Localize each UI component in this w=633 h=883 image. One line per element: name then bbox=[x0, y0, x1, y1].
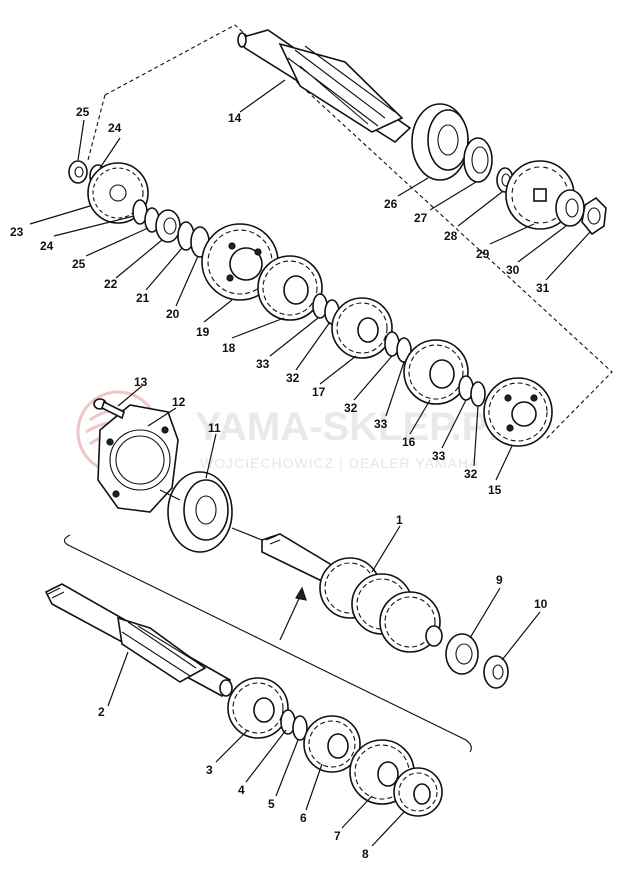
callout-24b: 24 bbox=[108, 121, 122, 135]
callout-4: 4 bbox=[238, 783, 245, 797]
callout-33b: 33 bbox=[374, 417, 388, 431]
callout-8: 8 bbox=[362, 847, 369, 861]
axis-line bbox=[159, 489, 263, 541]
callout-12: 12 bbox=[172, 395, 186, 409]
lock-washer-30 bbox=[555, 189, 585, 227]
gear-3 bbox=[227, 677, 289, 739]
callout-27: 27 bbox=[414, 211, 428, 225]
nut-31 bbox=[581, 196, 607, 236]
callout-17: 17 bbox=[312, 385, 326, 399]
callout-25b: 25 bbox=[76, 105, 90, 119]
callout-33a: 33 bbox=[256, 357, 270, 371]
callout-25a: 25 bbox=[72, 257, 86, 271]
assembly-arrow-head bbox=[295, 586, 307, 601]
callout-3: 3 bbox=[206, 763, 213, 777]
callout-22: 22 bbox=[104, 277, 118, 291]
gear-stack-upper bbox=[68, 160, 553, 447]
callout-26: 26 bbox=[384, 197, 398, 211]
callout-9: 9 bbox=[496, 573, 503, 587]
bearing-9 bbox=[445, 633, 479, 675]
gear-8 bbox=[393, 767, 443, 817]
watermark-tagline: WOJCIECHOWICZ | DEALER YAMAHA bbox=[200, 455, 479, 471]
callout-1: 1 bbox=[396, 513, 403, 527]
bearing-26 bbox=[411, 103, 469, 181]
callout-15: 15 bbox=[488, 483, 502, 497]
callout-31: 31 bbox=[536, 281, 550, 295]
callout-10: 10 bbox=[534, 597, 548, 611]
assembly-bracket bbox=[63, 534, 472, 753]
callout-6: 6 bbox=[300, 811, 307, 825]
assembly-group-box-lower bbox=[87, 94, 106, 161]
leader-lines bbox=[29, 79, 591, 847]
main-axle bbox=[261, 533, 443, 653]
callout-20: 20 bbox=[166, 307, 180, 321]
gear-6 bbox=[303, 715, 361, 773]
assembly-arrow bbox=[279, 591, 303, 641]
callout-32a: 32 bbox=[286, 371, 300, 385]
collar-10 bbox=[483, 655, 509, 689]
bearing-plate-12 bbox=[97, 404, 179, 513]
callout-11: 11 bbox=[208, 421, 221, 435]
circlip-5 bbox=[292, 715, 308, 741]
callout-32c: 32 bbox=[464, 467, 478, 481]
drive-axle-lower bbox=[44, 583, 233, 698]
callout-33c: 33 bbox=[432, 449, 446, 463]
callout-24a: 24 bbox=[40, 239, 54, 253]
callout-30: 30 bbox=[506, 263, 520, 277]
drive-axle bbox=[237, 29, 412, 144]
callout-7: 7 bbox=[334, 829, 341, 843]
callout-28: 28 bbox=[444, 229, 458, 243]
callout-labels: 1 2 3 4 5 6 7 8 9 10 11 12 13 14 15 16 1… bbox=[10, 105, 550, 861]
callout-29: 29 bbox=[476, 247, 490, 261]
callout-13: 13 bbox=[134, 375, 148, 389]
callout-14: 14 bbox=[228, 111, 242, 125]
oil-seal-27 bbox=[463, 137, 493, 183]
bolt-13 bbox=[93, 398, 125, 420]
callout-21: 21 bbox=[136, 291, 150, 305]
assembly-group-box bbox=[104, 24, 613, 441]
callout-16: 16 bbox=[402, 435, 416, 449]
bearing-11 bbox=[167, 471, 233, 553]
callout-23: 23 bbox=[10, 225, 24, 239]
callout-19: 19 bbox=[196, 325, 210, 339]
callout-5: 5 bbox=[268, 797, 275, 811]
callout-2: 2 bbox=[98, 705, 105, 719]
callout-32b: 32 bbox=[344, 401, 358, 415]
callout-18: 18 bbox=[222, 341, 236, 355]
